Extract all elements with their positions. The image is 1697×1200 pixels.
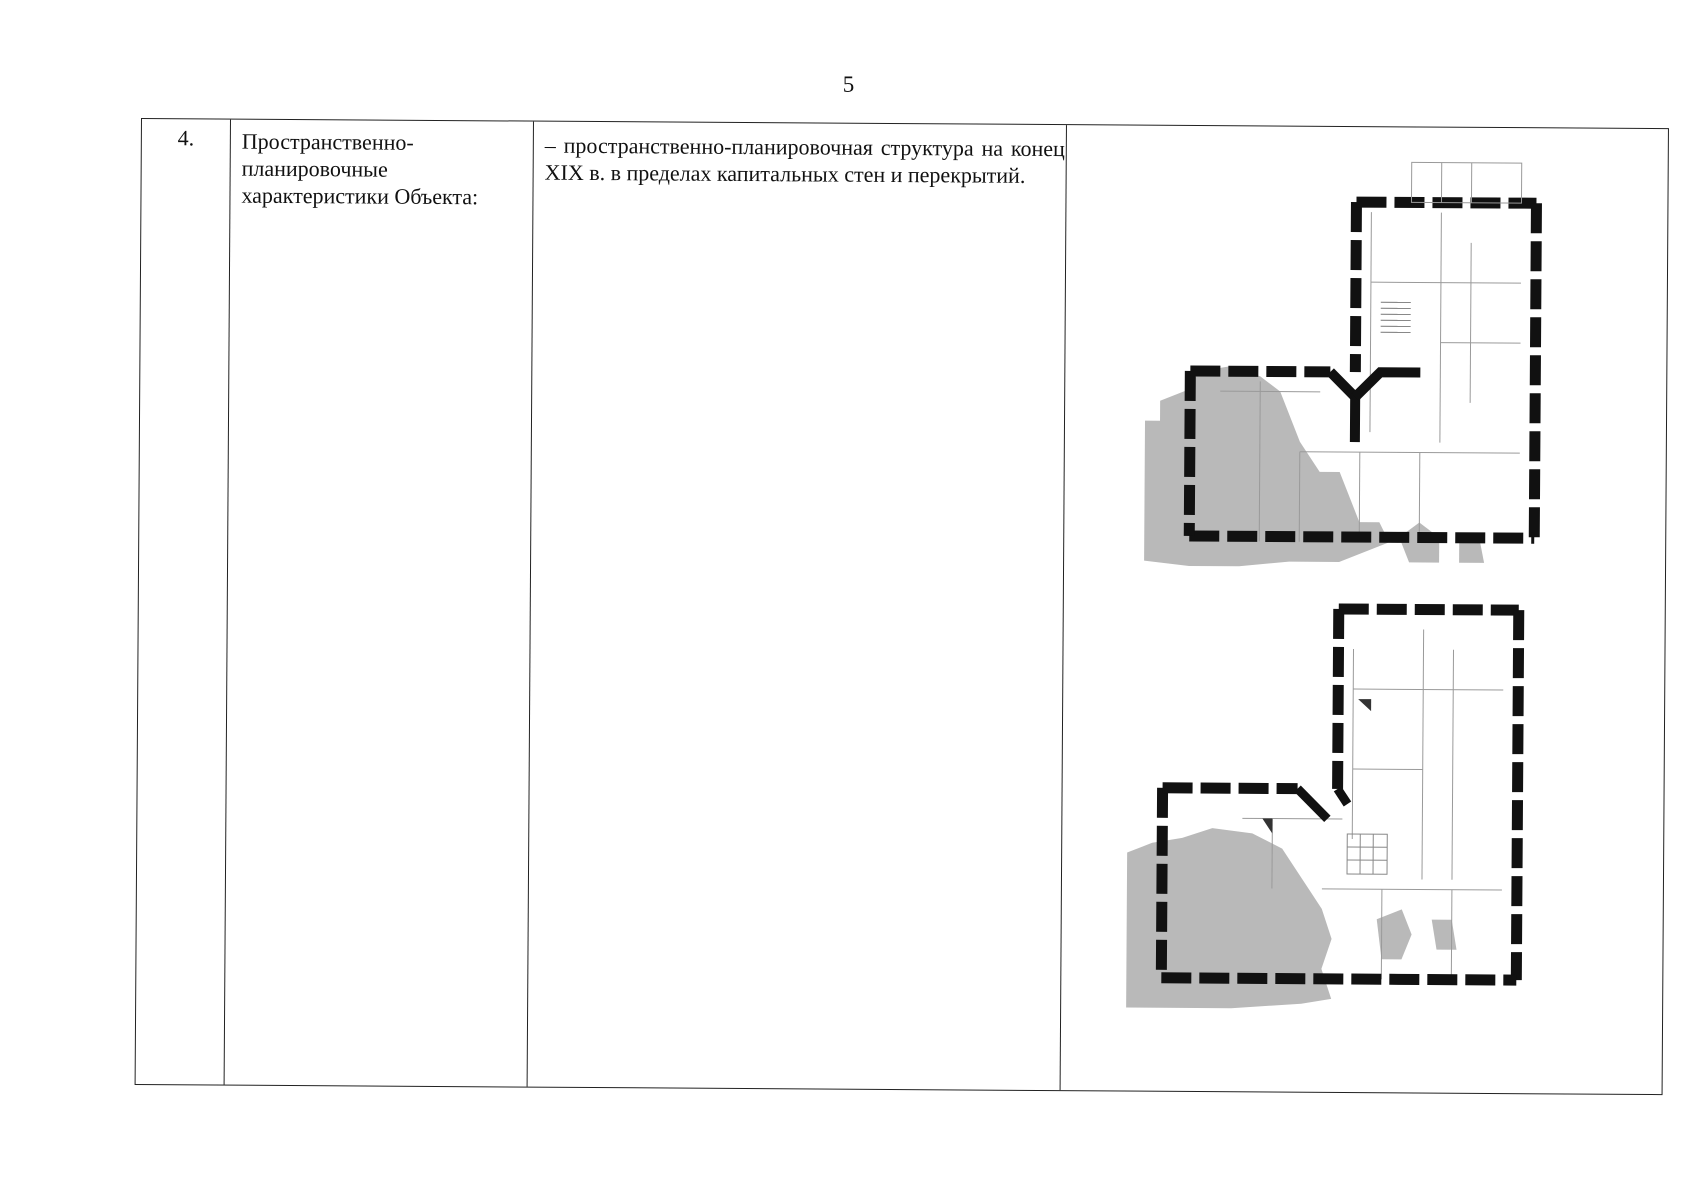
column-divider <box>526 121 534 1087</box>
row-label: Пространственно- планировочные характери… <box>241 128 532 211</box>
column-divider <box>1059 125 1067 1091</box>
row-label-line: планировочные <box>241 155 388 182</box>
page-number: 5 <box>842 72 855 97</box>
floor-plan-upper <box>1139 141 1572 604</box>
row-label-line: характеристики Объекта: <box>241 182 479 210</box>
row-number: 4. <box>177 125 195 151</box>
column-divider <box>223 119 231 1085</box>
characteristics-table: 4. Пространственно- планировочные характ… <box>134 118 1669 1096</box>
floor-plan-lower <box>1121 588 1564 1031</box>
row-label-line: Пространственно- <box>241 128 414 155</box>
row-description: – пространственно-планировочная структур… <box>544 132 1065 188</box>
